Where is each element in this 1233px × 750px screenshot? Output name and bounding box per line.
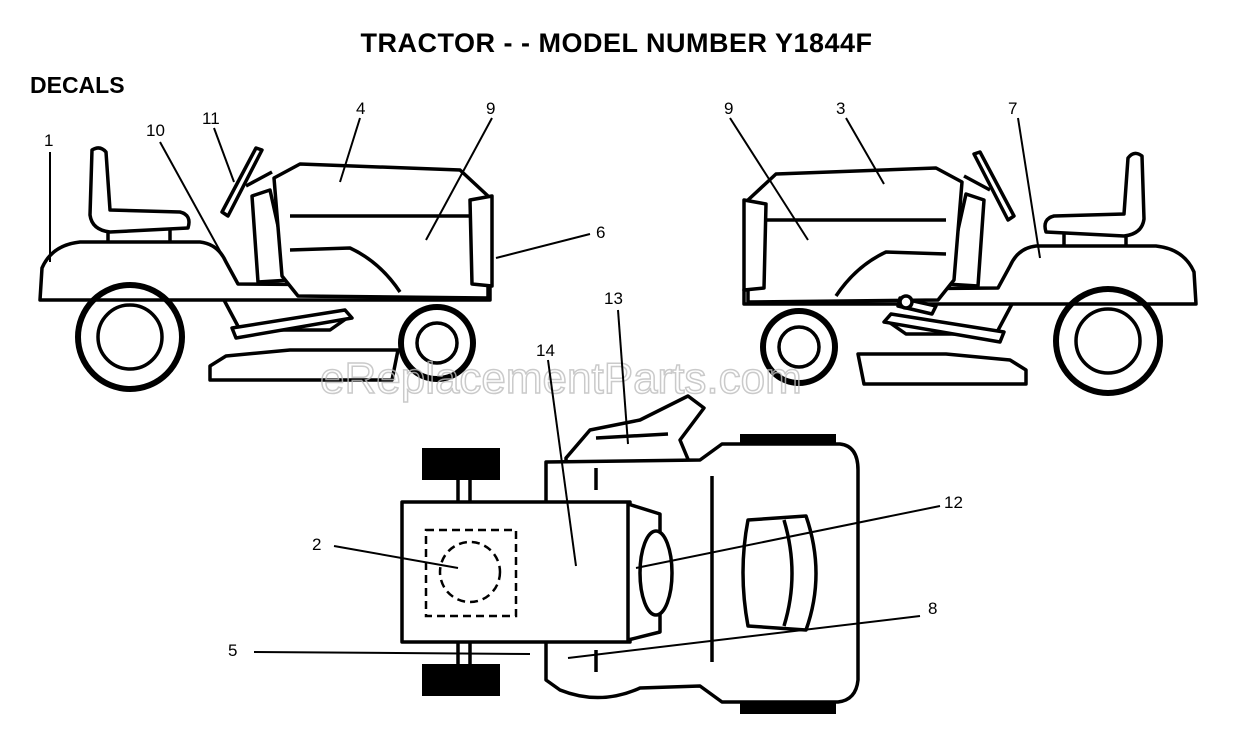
steering-wheel-left [220, 146, 264, 218]
callout-14: 14 [536, 341, 555, 360]
front-wheel-right [760, 308, 838, 386]
tractor-top-view [400, 394, 860, 714]
callout-7: 7 [1008, 99, 1017, 118]
callout-4: 4 [356, 99, 365, 118]
page-title: TRACTOR - - MODEL NUMBER Y1844F [360, 28, 873, 58]
leader-lines [49, 117, 1041, 659]
hood-right [746, 166, 964, 304]
mower-deck-left [208, 348, 400, 382]
watermark: eReplacementParts.com [320, 354, 802, 403]
callout-numbers: 1 10 11 4 9 6 9 3 7 13 14 12 2 8 5 [44, 99, 1017, 660]
front-tire-top-left [422, 448, 500, 480]
rear-wheel-right [1053, 286, 1163, 396]
front-tire-top-right [422, 664, 500, 696]
front-wheel-left [398, 304, 476, 382]
steering-wheel-right [972, 150, 1016, 222]
callout-3: 3 [836, 99, 845, 118]
callout-9-right: 9 [724, 99, 733, 118]
callout-11: 11 [202, 109, 220, 128]
seat-left [88, 146, 191, 234]
callout-9-left: 9 [486, 99, 495, 118]
section-heading: DECALS [30, 72, 125, 98]
callout-12: 12 [944, 493, 963, 512]
callout-6: 6 [596, 223, 605, 242]
seat-right [1043, 151, 1146, 238]
mower-deck-right [856, 352, 1028, 386]
callout-13: 13 [604, 289, 623, 308]
callout-2: 2 [312, 535, 321, 554]
rear-wheel-left [75, 282, 185, 392]
tractor-right-side-view [742, 150, 1198, 396]
callout-1: 1 [44, 131, 53, 150]
callout-8: 8 [928, 599, 937, 618]
tractor-left-side-view [38, 146, 494, 392]
callout-5: 5 [228, 641, 237, 660]
callout-10: 10 [146, 121, 165, 140]
